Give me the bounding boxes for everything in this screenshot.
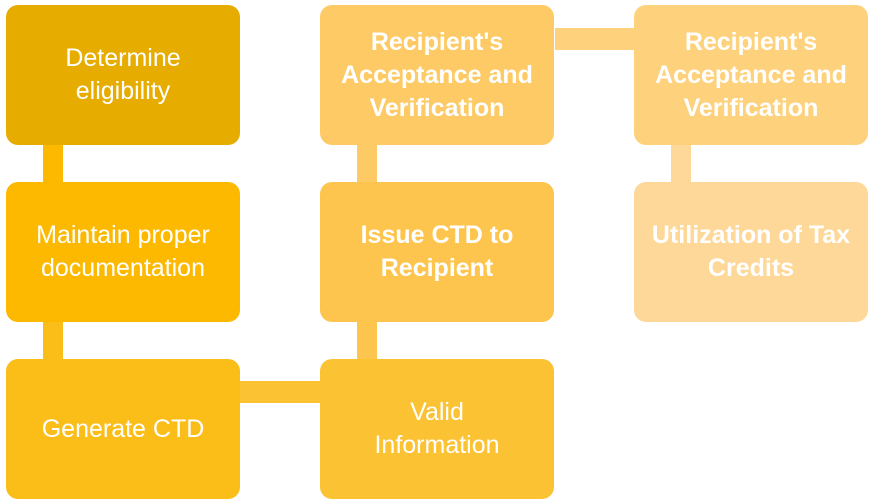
step-label: Maintain proper documentation	[36, 221, 210, 282]
step-generate-ctd: Generate CTD	[6, 359, 240, 499]
step-label: Generate CTD	[41, 414, 205, 443]
connector-2-3	[43, 322, 63, 359]
step-label: Valid Information	[374, 398, 500, 459]
step-issue-ctd: Issue CTD to Recipient	[320, 182, 554, 322]
connector-7-8	[671, 145, 691, 182]
step-utilization-tax-credits: Utilization of Tax Credits	[634, 182, 868, 322]
step-label: Recipient's Acceptance and Verification	[655, 27, 847, 122]
connector-4-5	[357, 322, 377, 359]
step-determine-eligibility: Determine eligibility	[6, 5, 240, 145]
step-label: Recipient's Acceptance and Verification	[341, 27, 533, 122]
connector-3-4	[240, 381, 320, 403]
connector-5-6	[357, 145, 377, 182]
step-recipient-acceptance-1: Recipient's Acceptance and Verification	[320, 5, 554, 145]
step-label: Issue CTD to Recipient	[360, 221, 514, 282]
connector-1-2	[43, 145, 63, 182]
step-label: Determine eligibility	[65, 44, 181, 105]
step-label: Utilization of Tax Credits	[651, 221, 851, 282]
step-recipient-acceptance-2: Recipient's Acceptance and Verification	[634, 5, 868, 145]
step-valid-information: Valid Information	[320, 359, 554, 499]
step-maintain-documentation: Maintain proper documentation	[6, 182, 240, 322]
connector-6-7	[555, 28, 634, 50]
